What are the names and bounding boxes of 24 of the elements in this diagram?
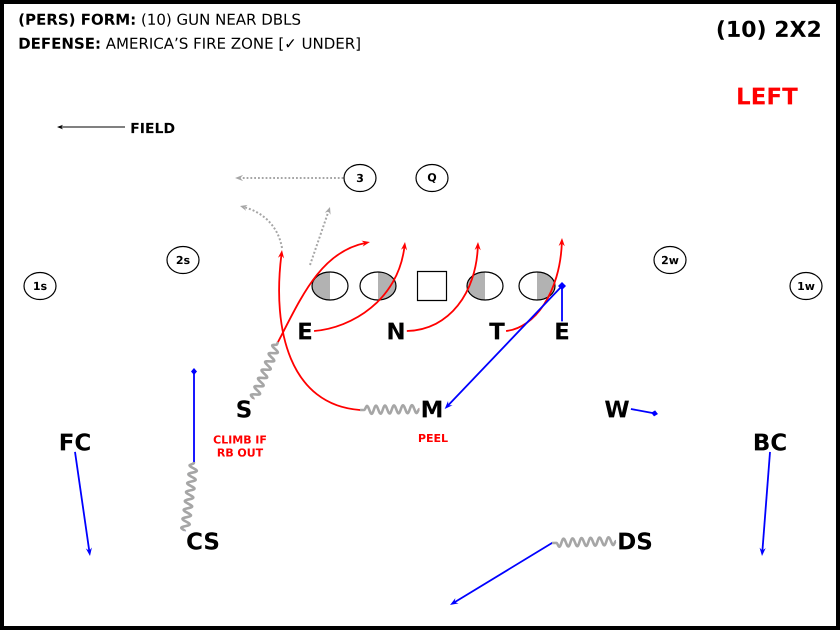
lineman-oval xyxy=(518,271,556,301)
player-letter: T xyxy=(489,322,505,340)
lineman-oval xyxy=(311,271,349,301)
player-letter: N xyxy=(388,322,404,340)
player-letter: DS xyxy=(619,532,652,550)
player-letter: W xyxy=(605,400,629,418)
play-title: (10) 2X2 xyxy=(718,20,820,40)
lineman-oval xyxy=(466,271,504,301)
route-arrow xyxy=(630,408,658,416)
player-letter: E xyxy=(299,322,312,340)
center-square xyxy=(416,270,448,302)
player-letter: FC xyxy=(60,433,90,451)
lineman-oval xyxy=(359,271,397,301)
assignment-note: PEEL xyxy=(418,434,448,442)
assignment-note: CLIMB IF RB OUT xyxy=(214,435,266,457)
field-label: FIELD xyxy=(132,122,174,134)
player-letter: M xyxy=(422,400,442,418)
player-letter: S xyxy=(237,400,251,418)
header-text: (PERS) FORM: (10) GUN NEAR DBLS xyxy=(20,13,300,27)
player-letter: CS xyxy=(187,532,218,550)
player-letter: E xyxy=(556,322,568,340)
player-letter: BC xyxy=(754,433,786,451)
direction-label: LEFT xyxy=(738,88,798,104)
header-text: DEFENSE: AMERICA’S FIRE ZONE [✓ UNDER] xyxy=(20,37,360,51)
